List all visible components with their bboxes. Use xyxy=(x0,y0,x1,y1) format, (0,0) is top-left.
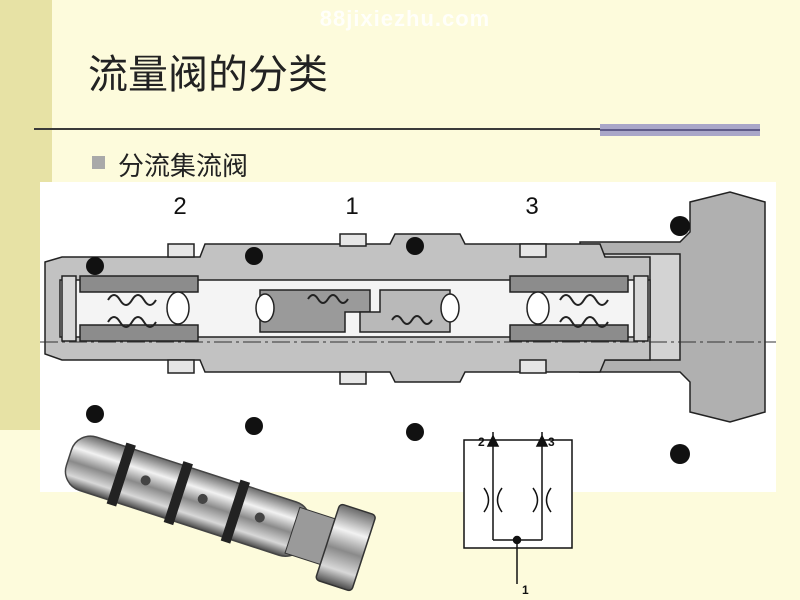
slide-title: 流量阀的分类 xyxy=(88,52,328,98)
flow-divider-symbol xyxy=(463,432,573,584)
symbol-label-2: 2 xyxy=(478,435,485,449)
port-label-2: 2 xyxy=(173,193,186,220)
valve-cross-section xyxy=(44,191,766,423)
title-rule xyxy=(34,128,724,130)
port-label-1: 1 xyxy=(345,193,358,220)
bullet-text: 分流集流阀 xyxy=(118,152,249,182)
o-ring-seals xyxy=(86,216,690,464)
valve-photo xyxy=(64,435,376,592)
port-label-3: 3 xyxy=(525,193,538,220)
bullet-marker xyxy=(92,156,105,169)
orifices xyxy=(166,291,550,325)
symbol-label-3: 3 xyxy=(548,435,555,449)
spool-right xyxy=(359,289,451,333)
symbol-label-1: 1 xyxy=(522,583,529,597)
springs xyxy=(107,294,609,328)
spool-left xyxy=(259,289,371,333)
title-accent-line xyxy=(600,129,760,131)
valve-figure: 2 1 3 xyxy=(40,182,776,597)
watermark: 88jixiezhu.com xyxy=(319,6,491,31)
